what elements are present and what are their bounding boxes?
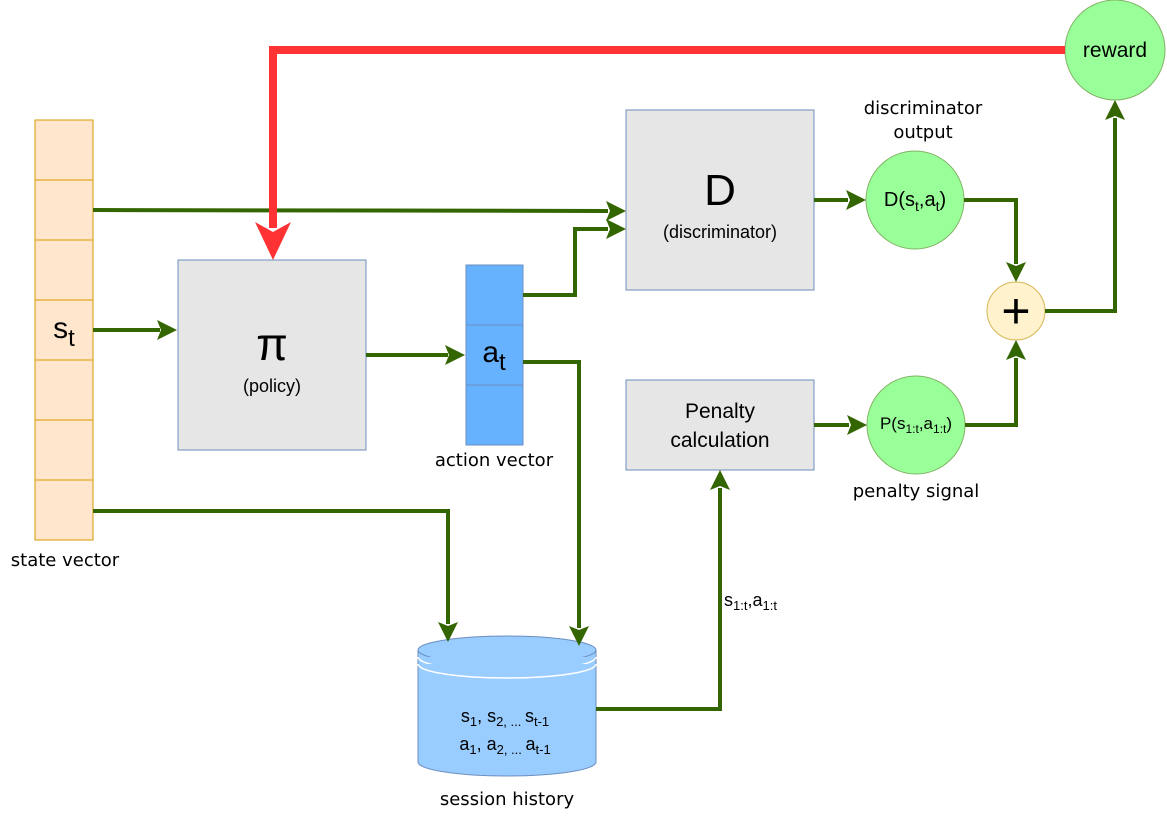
discriminator-box: D (discriminator) — [625, 109, 815, 291]
action-cell-1 — [465, 264, 524, 326]
arrow-state-to-history — [93, 509, 450, 624]
penalty-signal-formula: P(s1:t,a1:t) — [880, 414, 952, 436]
state-cell-5 — [34, 359, 94, 421]
session-history-caption: session history — [440, 789, 575, 810]
action-cell-2 — [465, 324, 524, 386]
arrow-reward-to-policy — [269, 46, 1065, 228]
arrowhead — [710, 470, 730, 490]
reward-node: reward — [1064, 0, 1166, 101]
arrowhead — [445, 345, 465, 365]
penalty-calc-line2: calculation — [670, 429, 769, 452]
arrow-history-to-penalty — [596, 488, 722, 711]
state-cell-6 — [34, 419, 94, 481]
penalty-signal: P(s1:t,a1:t) penalty signal — [853, 375, 980, 502]
discriminator-label: (discriminator) — [663, 222, 777, 242]
arrowhead — [606, 219, 626, 239]
policy-symbol: π — [256, 318, 288, 370]
action-vector: at action vector — [435, 264, 554, 471]
arrowhead — [1006, 340, 1026, 360]
penalty-calc-line1: Penalty — [685, 400, 756, 423]
session-history-row-a: a1, a2, ... at-1 — [459, 734, 550, 757]
arrowhead — [1105, 100, 1125, 120]
session-history-row-s: s1, s2, ... st-1 — [461, 706, 549, 729]
discriminator-output-formula: D(st,at) — [884, 189, 946, 214]
state-vector-caption: state vector — [11, 550, 120, 571]
arrow-action-to-history — [523, 360, 581, 628]
policy-label: (policy) — [243, 376, 301, 396]
action-symbol: at — [482, 336, 506, 376]
arrow-action-to-discriminator — [523, 227, 608, 297]
arrowhead — [569, 626, 589, 646]
discriminator-output: discriminator output D(st,at) — [864, 98, 983, 250]
arrow-state-to-discriminator — [92, 208, 609, 213]
arrowhead — [847, 415, 867, 435]
discriminator-output-caption-line2: output — [893, 122, 952, 143]
sum-node: + — [986, 281, 1046, 341]
arrowhead-red — [255, 222, 291, 260]
action-vector-caption: action vector — [435, 450, 554, 471]
reward-label: reward — [1083, 39, 1147, 62]
state-cell-4 — [34, 299, 94, 361]
history-edge-label: s1:t,a1:t — [724, 590, 777, 613]
arrowhead — [606, 201, 626, 221]
arrow-signal-to-sum — [965, 358, 1018, 427]
penalty-signal-caption: penalty signal — [853, 481, 980, 502]
state-cell-3 — [34, 239, 94, 301]
discriminator-output-caption-line1: discriminator — [864, 98, 983, 119]
arrow-output-to-sum — [964, 198, 1018, 264]
arrowhead — [1006, 262, 1026, 282]
session-history-db: s1, s2, ... st-1 a1, a2, ... at-1 sessio… — [417, 635, 597, 810]
state-cell-7 — [34, 479, 94, 541]
arrowhead — [438, 622, 458, 642]
policy-box: π (policy) — [177, 259, 367, 451]
plus-icon: + — [1001, 283, 1030, 339]
arrowhead — [846, 190, 866, 210]
discriminator-symbol: D — [704, 166, 736, 215]
state-symbol: st — [53, 312, 75, 352]
state-cell-1 — [34, 119, 94, 181]
state-vector: st state vector — [11, 119, 120, 571]
arrow-sum-to-reward — [1045, 118, 1117, 313]
penalty-calculation-box: Penalty calculation — [625, 379, 815, 471]
state-cell-2 — [34, 179, 94, 241]
action-cell-3 — [465, 384, 524, 446]
arrowhead — [157, 320, 177, 340]
